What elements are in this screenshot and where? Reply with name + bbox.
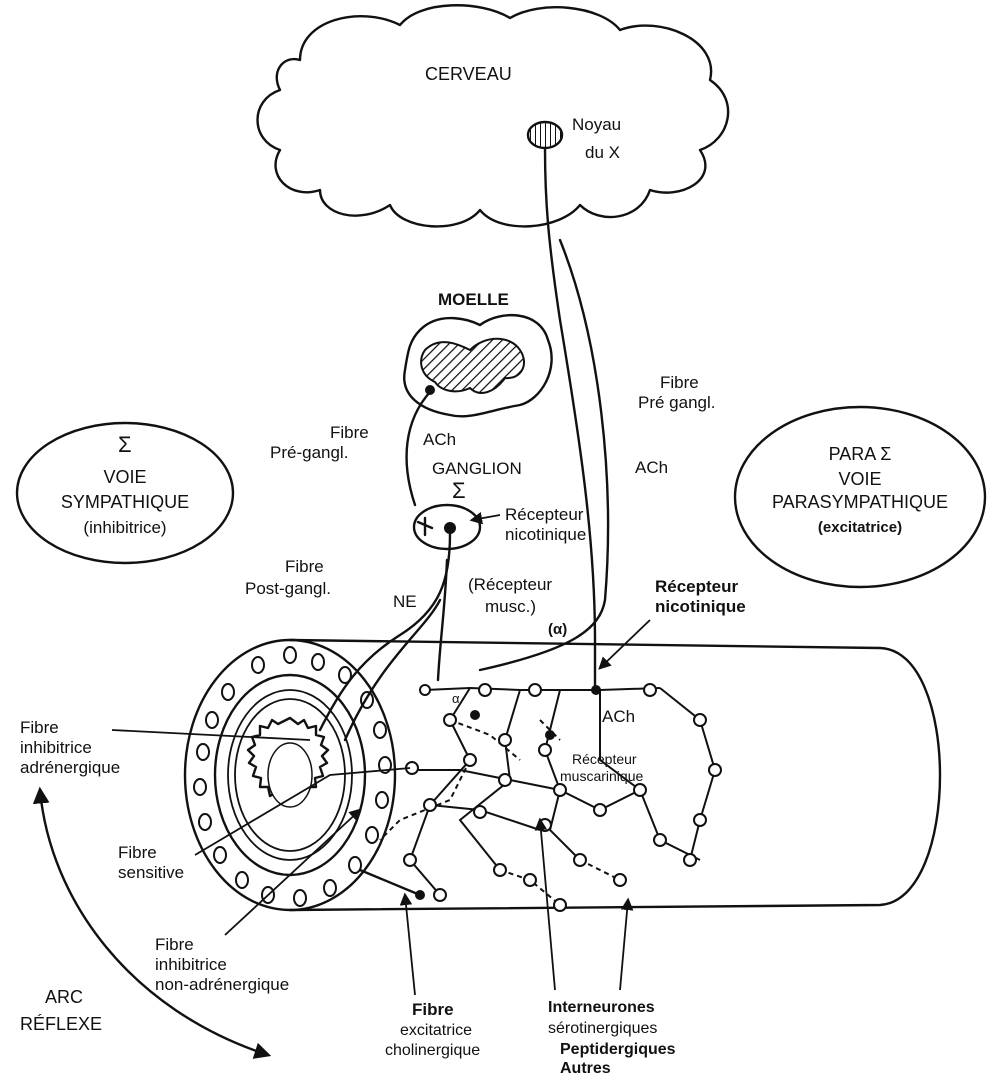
moelle-grey-matter [421,339,524,393]
fibre-pre-gangl-right-1: Fibre [660,373,699,392]
fibre-excitatrice-1: Fibre [412,1000,454,1019]
fibre-non-adrenergique-1: Fibre [155,935,194,954]
fibre-excitatrice-2: excitatrice [400,1022,472,1039]
fibre-post-gangl-branch-2 [438,560,447,680]
fibre-post-gangl-2: Post-gangl. [245,579,331,598]
fibre-inhib-adrenergique-3: adrénergique [20,758,120,777]
fibre-excitatrice-line [360,870,420,895]
sympathique-line1: VOIE [103,467,146,487]
ganglion-synapse [418,518,432,535]
fibre-post-gangl-1: Fibre [285,557,324,576]
recepteur-nicotinique-left-2: nicotinique [505,525,586,544]
fibre-inhib-adrenergique-pointer [112,730,310,740]
ach-left-label: ACh [423,430,456,449]
fibre-inhib-adrenergique-2: inhibitrice [20,738,92,757]
interneurones-1: Interneurones [548,999,655,1016]
fibre-inhib-adrenergique-1: Fibre [20,718,59,737]
parasympathique-line2: VOIE [838,469,881,489]
parasympathique-line3: PARASYMPATHIQUE [772,492,948,512]
sympathique-line2: SYMPATHIQUE [61,492,189,512]
recepteur-musc-2: musc.) [485,597,536,616]
cerveau-cloud [258,5,729,226]
ganglion-sigma-symbol: Σ [452,478,466,503]
fibre-pre-gangl-left-1: Fibre [330,423,369,442]
interneurones-arrow-2 [620,900,628,990]
sympathique-symbol: Σ [118,432,132,457]
ach-right-label: ACh [635,458,668,477]
moelle-label: MOELLE [438,290,509,309]
gut-lumen [268,743,312,807]
fibre-pre-gangl-right-2: Pré gangl. [638,393,716,412]
parasympathique-line1: PARA Σ [829,444,892,464]
fibre-pre-gangl-left-2: Pré-gangl. [270,443,348,462]
enteric-black-neurons [415,685,601,900]
fibre-sensitive-2: sensitive [118,863,184,882]
recepteur-muscarinique-2: muscarinique [560,768,643,784]
arc-reflexe-2: RÉFLEXE [20,1014,102,1034]
interneurones-3: Peptidergiques [560,1041,676,1058]
alpha-paren-label: (α) [548,621,567,638]
sympathique-line3: (inhibitrice) [83,518,166,537]
alpha-label: α [452,691,460,706]
cerveau-label: CERVEAU [425,64,512,84]
ne-label: NE [393,592,417,611]
noyau-label-1: Noyau [572,115,621,134]
recepteur-nicotinique-right-1: Récepteur [655,577,739,596]
arc-reflexe-1: ARC [45,987,83,1007]
recepteur-nicotinique-right-2: nicotinique [655,597,746,616]
fibre-excitatrice-3: cholinergique [385,1042,480,1059]
recepteur-nicotinique-left-1: Récepteur [505,505,584,524]
ganglion-label: GANGLION [432,459,522,478]
interneurones-4: Autres [560,1060,611,1077]
interneurones-2: sérotinergiques [548,1020,657,1037]
noyau-x-nucleus [528,122,562,148]
fibre-non-adrenergique-3: non-adrénergique [155,975,289,994]
enteric-ganglion-nodes [404,684,721,911]
noyau-label-2: du X [585,143,620,162]
parasympathique-line4: (excitatrice) [818,519,902,536]
fibre-non-adrenergique-2: inhibitrice [155,955,227,974]
vagus-fibre [545,148,595,690]
ganglion-cell-body [444,522,456,534]
interneurones-arrow-1 [540,820,555,990]
ach-inside-label: ACh [602,707,635,726]
recepteur-musc-1: (Récepteur [468,575,552,594]
enteric-plexus-network [380,688,715,905]
fibre-sensitive-1: Fibre [118,843,157,862]
recepteur-muscarinique-1: Récepteur [572,751,637,767]
